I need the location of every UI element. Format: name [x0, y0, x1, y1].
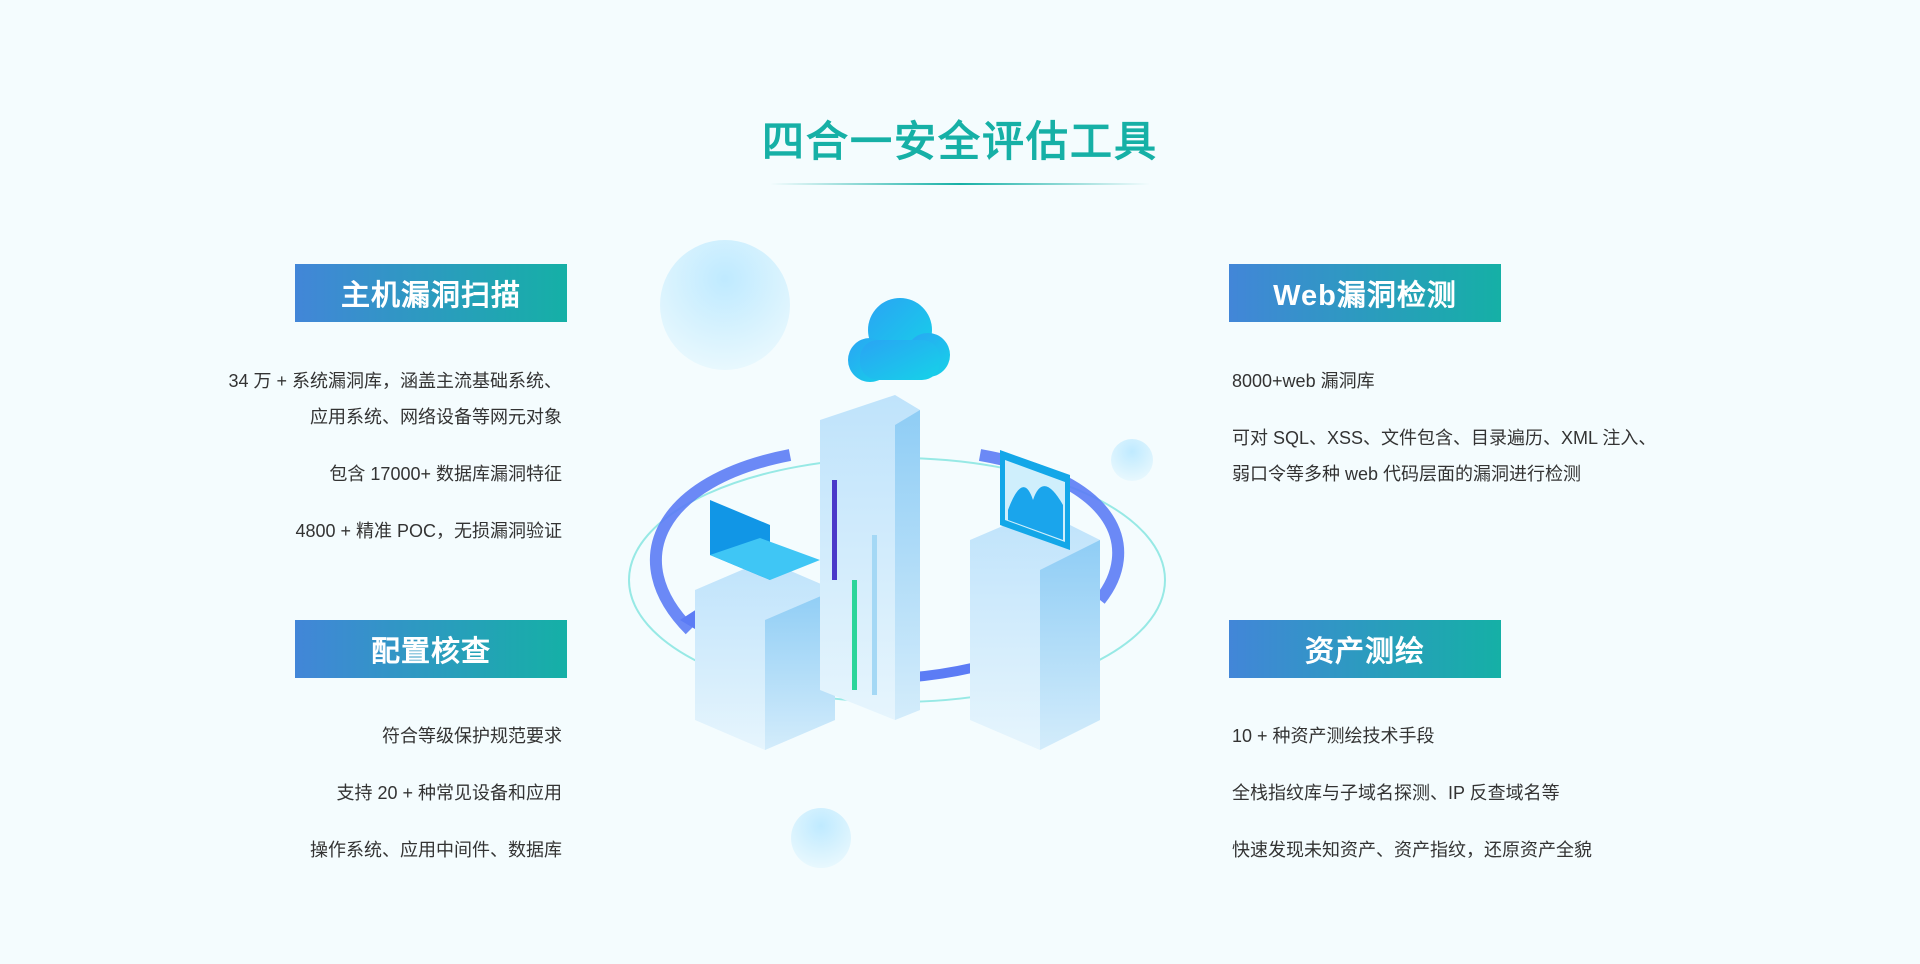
- host-scan-line: 包含 17000+ 数据库漏洞特征: [329, 464, 562, 484]
- asset-mapping-header: 资产测绘: [1229, 620, 1501, 678]
- host-scan-line: 34 万 + 系统漏洞库，涵盖主流基础系统、: [228, 371, 562, 391]
- host-scan-line: 应用系统、网络设备等网元对象: [310, 407, 562, 427]
- cloud-icon: [848, 298, 950, 382]
- orbit-arrow: [649, 449, 792, 635]
- web-scan-line: 可对 SQL、XSS、文件包含、目录遍历、XML 注入、: [1232, 428, 1657, 448]
- laptop-icon: [710, 500, 820, 580]
- bubble-decoration: [660, 240, 790, 370]
- security-illustration: [628, 240, 1166, 868]
- web-scan-line: 8000+web 漏洞库: [1232, 371, 1375, 391]
- host-scan-line: 4800 + 精准 POC，无损漏洞验证: [295, 521, 562, 541]
- asset-mapping-line: 全栈指纹库与子域名探测、IP 反查域名等: [1232, 783, 1560, 803]
- asset-mapping-line: 10 + 种资产测绘技术手段: [1232, 726, 1435, 746]
- bubble-decoration: [1111, 439, 1153, 481]
- config-check-header: 配置核查: [295, 620, 567, 678]
- config-check-line: 符合等级保护规范要求: [382, 726, 562, 746]
- web-scan-header: Web漏洞检测: [1229, 264, 1501, 322]
- monitor-chart-icon: [1000, 450, 1070, 550]
- page-title: 四合一安全评估工具: [761, 118, 1158, 165]
- config-check-line: 支持 20 + 种常见设备和应用: [336, 783, 562, 803]
- bubble-decoration: [791, 808, 851, 868]
- title-divider: [770, 183, 1150, 185]
- asset-mapping-line: 快速发现未知资产、资产指纹，还原资产全貌: [1232, 840, 1592, 860]
- host-scan-header: 主机漏洞扫描: [295, 264, 567, 322]
- config-check-line: 操作系统、应用中间件、数据库: [310, 840, 562, 860]
- web-scan-line: 弱口令等多种 web 代码层面的漏洞进行检测: [1232, 464, 1582, 484]
